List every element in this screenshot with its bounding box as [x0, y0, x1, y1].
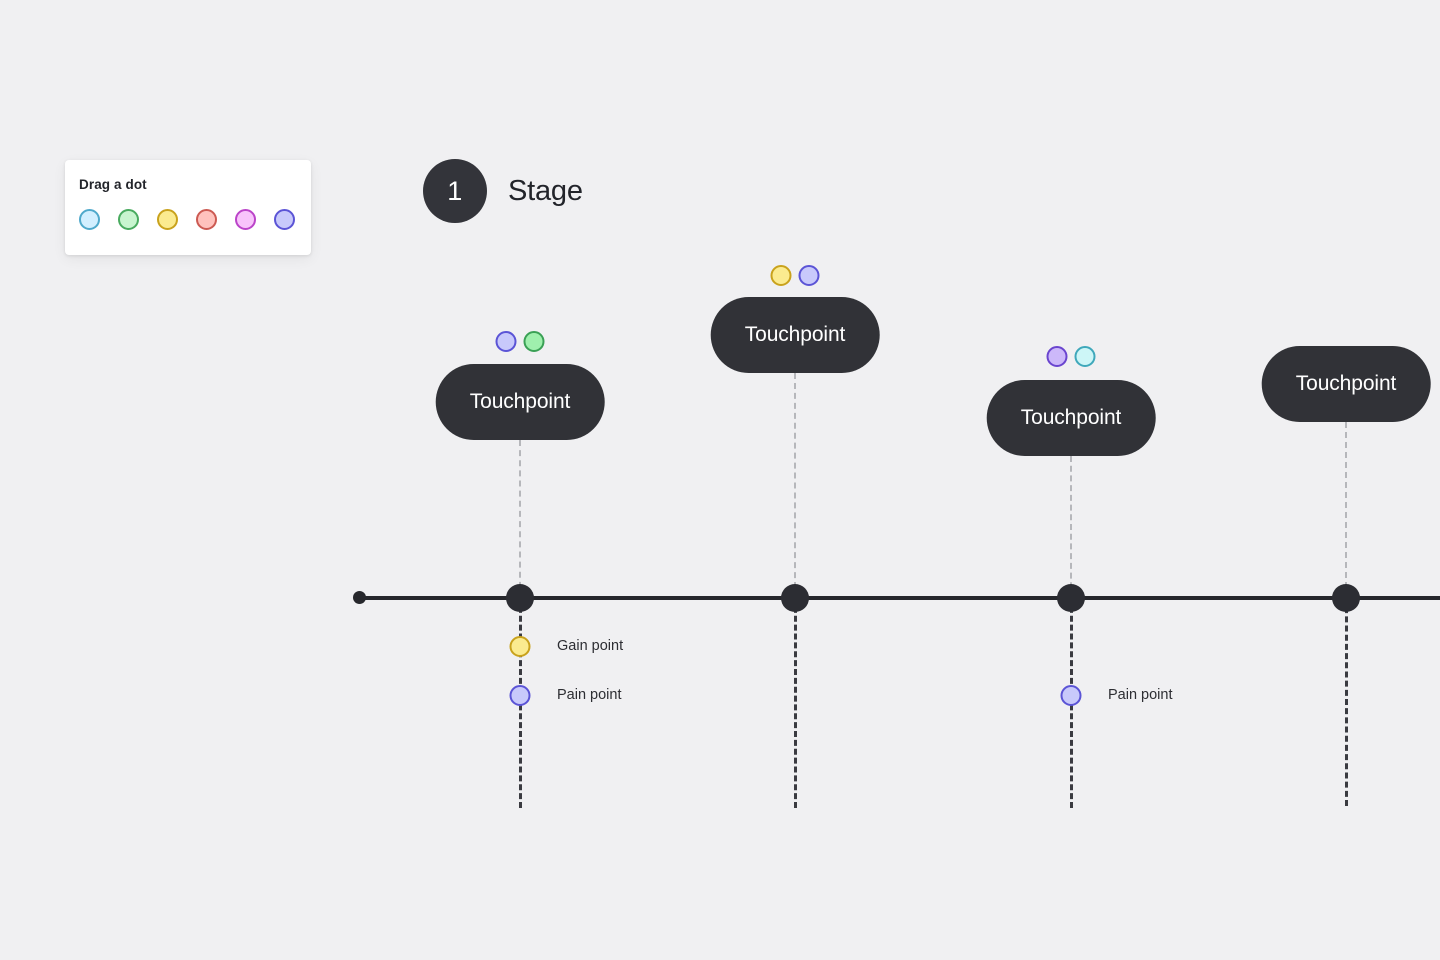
- palette-swatch-cyan[interactable]: [79, 208, 100, 230]
- touchpoint-1-dot-purple[interactable]: [495, 331, 517, 352]
- touchpoint-4-pill[interactable]: Touchpoint: [1261, 346, 1431, 422]
- palette-swatch-magenta[interactable]: [235, 208, 256, 230]
- touchpoint-1-gain-point-label: Gain point: [557, 638, 624, 655]
- palette-title: Drag a dot: [79, 177, 147, 192]
- stage-title: Stage: [508, 174, 583, 207]
- touchpoint-2-dot-yellow[interactable]: [770, 265, 792, 286]
- touchpoint-2-connector-upper: [794, 373, 796, 598]
- touchpoint-3-dot-cyan[interactable]: [1074, 346, 1096, 367]
- touchpoint-3-pain-point: Pain point: [1060, 685, 1173, 706]
- touchpoint-4-connector-lower: [1344, 598, 1348, 806]
- touchpoint-3-axis-node[interactable]: [1057, 584, 1085, 612]
- touchpoint-3-pill[interactable]: Touchpoint: [986, 380, 1156, 456]
- touchpoint-1-dot-row: [495, 331, 545, 352]
- touchpoint-2-dot-row: [770, 265, 820, 286]
- palette-swatch-yellow[interactable]: [157, 208, 178, 230]
- touchpoint-1-pain-point: Pain point: [509, 685, 622, 706]
- palette-swatch-row: [79, 208, 311, 230]
- touchpoint-1-connector-upper: [519, 440, 521, 598]
- timeline-axis: [358, 596, 1440, 600]
- touchpoint-3-connector-upper: [1070, 456, 1072, 598]
- touchpoint-1-gain-point-dot[interactable]: [509, 636, 531, 657]
- stage-header: 1 Stage: [423, 159, 583, 223]
- touchpoint-2-pill[interactable]: Touchpoint: [710, 297, 880, 373]
- touchpoint-2-connector-lower: [793, 598, 797, 808]
- stage-number-badge[interactable]: 1: [423, 159, 487, 223]
- touchpoint-2-dot-purple[interactable]: [798, 265, 820, 286]
- touchpoint-1-axis-node[interactable]: [506, 584, 534, 612]
- touchpoint-1-pain-point-dot[interactable]: [509, 685, 531, 706]
- touchpoint-3-dot-purple[interactable]: [1046, 346, 1068, 367]
- touchpoint-1-gain-point: Gain point: [509, 636, 624, 657]
- touchpoint-3-pain-point-dot[interactable]: [1060, 685, 1082, 706]
- touchpoint-1-dot-green[interactable]: [523, 331, 545, 352]
- palette-swatch-green[interactable]: [118, 208, 139, 230]
- palette-swatch-red[interactable]: [196, 208, 217, 230]
- palette-swatch-purple[interactable]: [274, 208, 295, 230]
- touchpoint-1-pain-point-label: Pain point: [557, 687, 622, 704]
- touchpoint-4-connector-upper: [1345, 422, 1347, 598]
- touchpoint-3-dot-row: [1046, 346, 1096, 367]
- touchpoint-4-axis-node[interactable]: [1332, 584, 1360, 612]
- touchpoint-2-axis-node[interactable]: [781, 584, 809, 612]
- touchpoint-3-pain-point-label: Pain point: [1108, 687, 1173, 704]
- drag-a-dot-card: Drag a dot: [65, 160, 311, 255]
- touchpoint-1-pill[interactable]: Touchpoint: [435, 364, 605, 440]
